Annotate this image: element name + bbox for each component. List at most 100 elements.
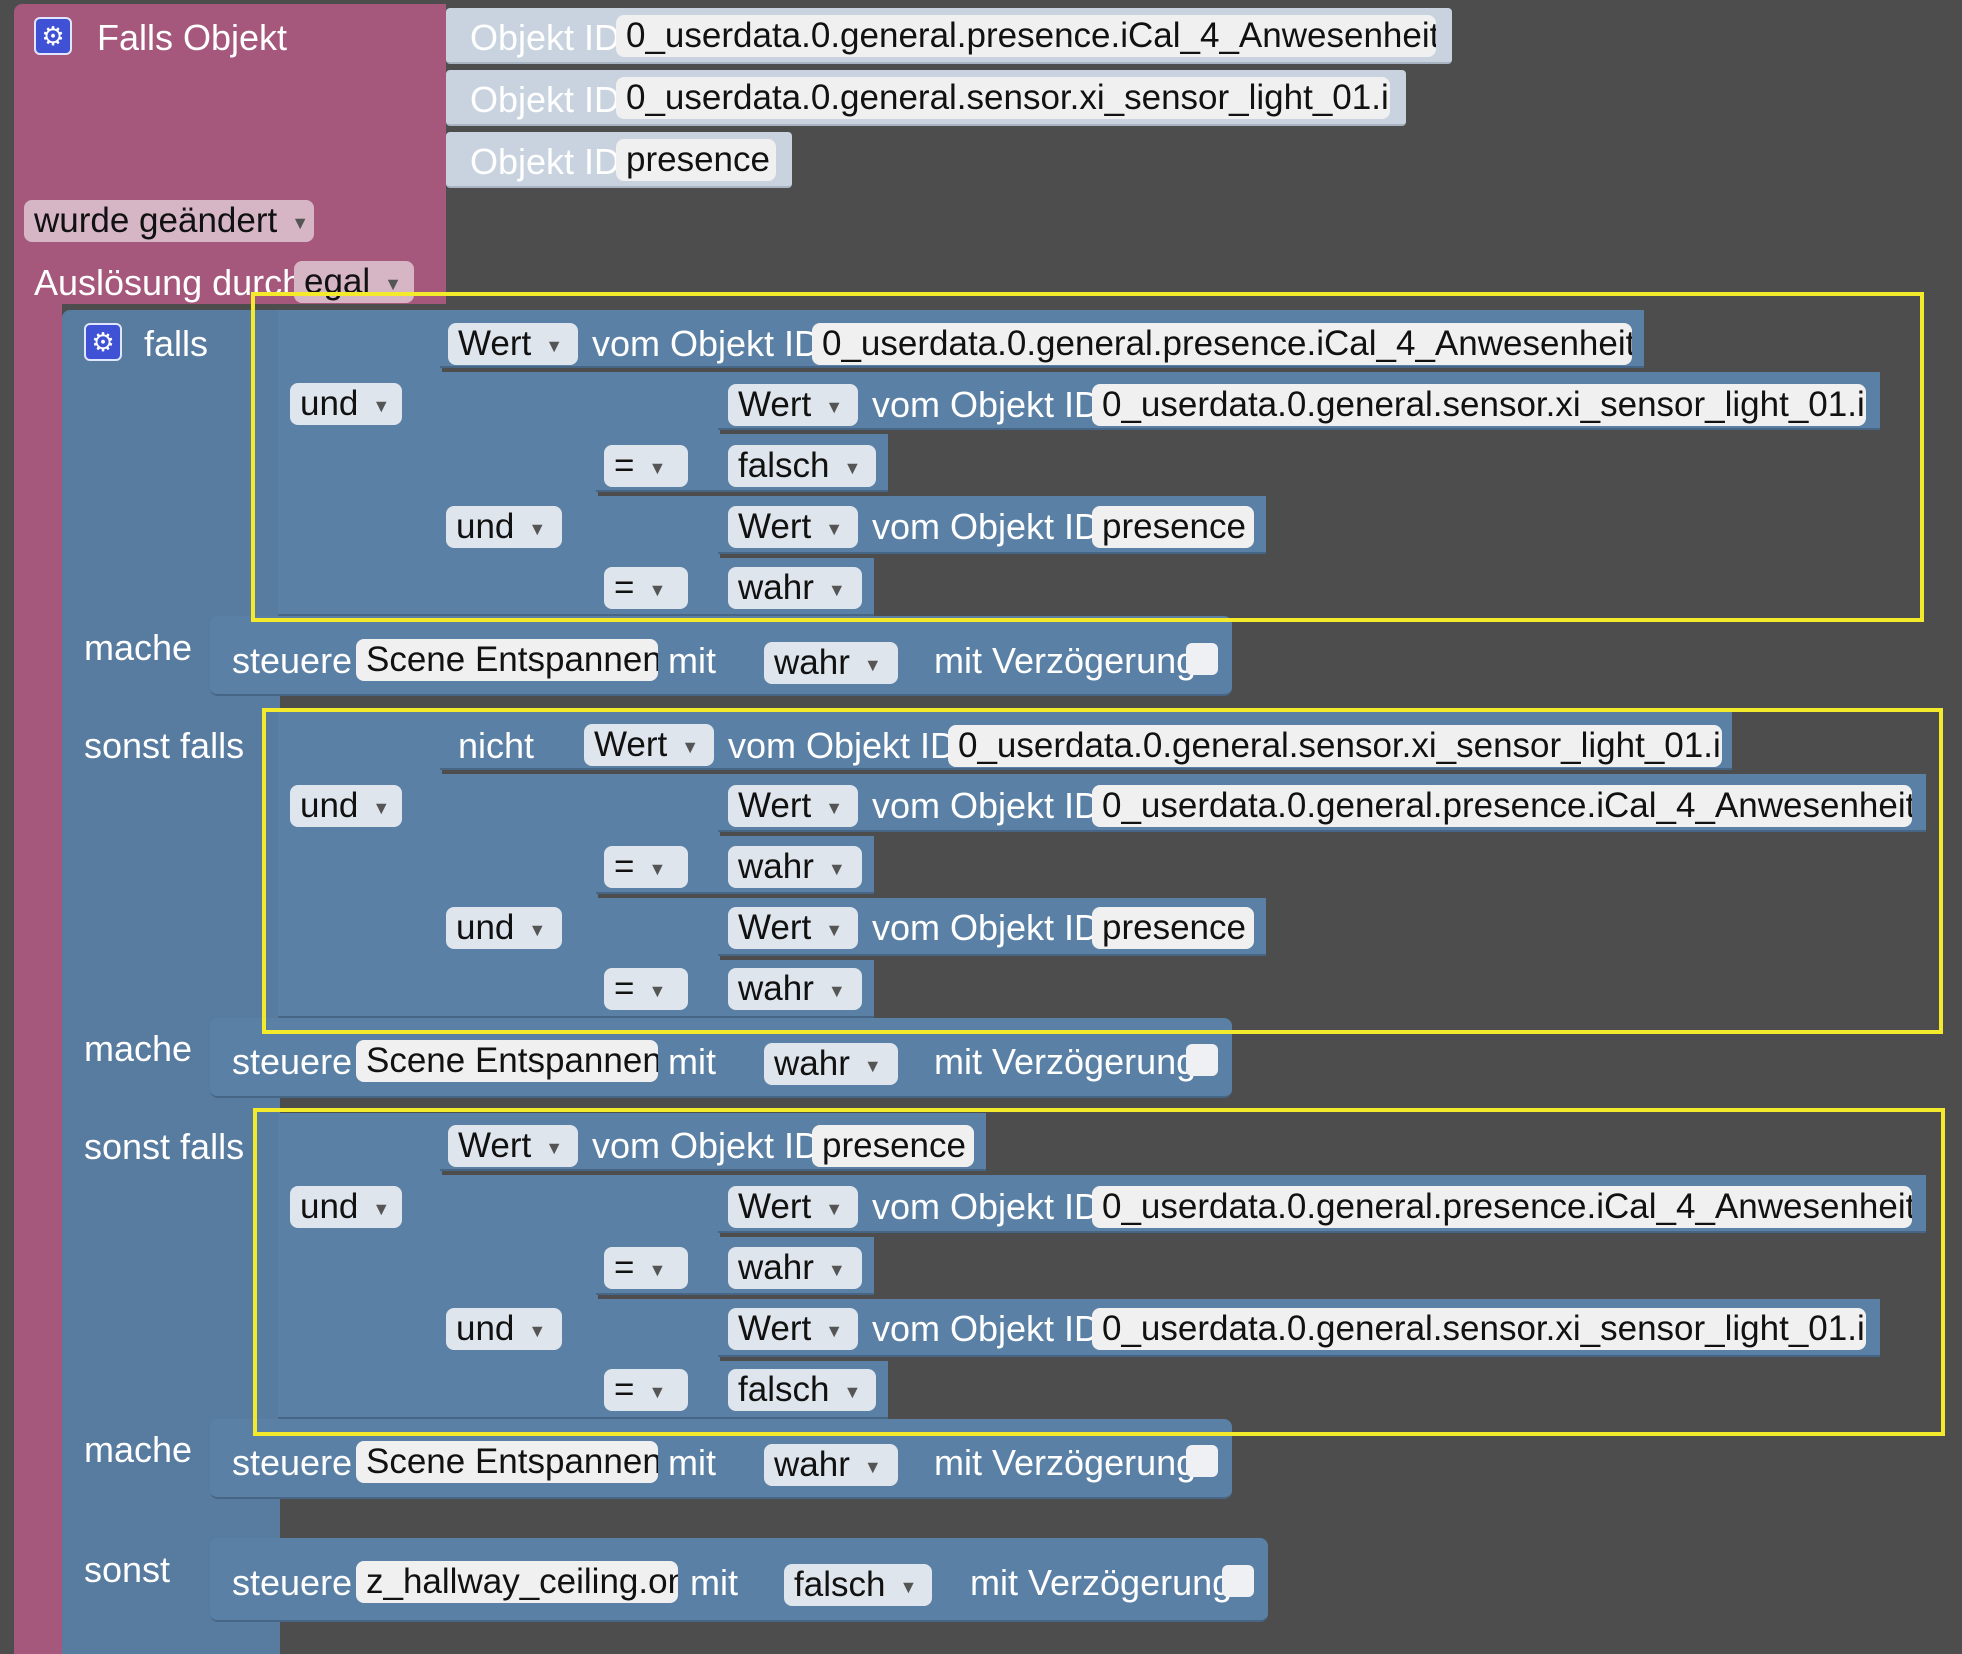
- highlight-box: [251, 292, 1924, 622]
- chevron-down-icon: ▼: [545, 1137, 564, 1158]
- and-block[interactable]: [278, 1113, 442, 1419]
- and-block[interactable]: [438, 1175, 598, 1419]
- chevron-down-icon: ▼: [899, 1576, 918, 1597]
- compare-operator-dropdown[interactable]: =▼: [604, 1247, 688, 1289]
- chevron-down-icon: ▼: [648, 579, 667, 600]
- control-label: steuere: [232, 1442, 353, 1483]
- object-id-text: vom Objekt ID: [872, 506, 1101, 547]
- and-block[interactable]: [278, 310, 442, 616]
- bool-dropdown[interactable]: falsch▼: [784, 1564, 932, 1606]
- object-id-field[interactable]: 0_userdata.0.general.presence.iCal_4_Anw…: [1092, 1186, 1912, 1228]
- chevron-down-icon: ▼: [648, 980, 667, 1001]
- bool-dropdown[interactable]: wahr▼: [764, 642, 898, 684]
- control-label: steuere: [232, 640, 353, 681]
- control-target-field[interactable]: z_hallway_ceiling.on: [356, 1561, 678, 1603]
- compare-operator-dropdown[interactable]: =▼: [604, 968, 688, 1010]
- chevron-down-icon: ▼: [827, 1259, 846, 1280]
- bool-dropdown[interactable]: wahr▼: [764, 1043, 898, 1085]
- with-label: mit: [668, 640, 716, 681]
- delay-checkbox[interactable]: [1222, 1565, 1254, 1597]
- compare-operator-dropdown[interactable]: =▼: [604, 846, 688, 888]
- gear-icon[interactable]: ⚙: [84, 323, 122, 361]
- object-id-field[interactable]: 0_userdata.0.general.presence.iCal_4_Anw…: [1092, 785, 1912, 827]
- control-label: steuere: [232, 1562, 353, 1603]
- chevron-down-icon: ▼: [825, 1320, 844, 1341]
- trigger-block[interactable]: [14, 4, 446, 304]
- and-dropdown[interactable]: und▼: [446, 907, 562, 949]
- bool-dropdown[interactable]: wahr▼: [728, 1247, 862, 1289]
- bool-dropdown[interactable]: wahr▼: [728, 968, 862, 1010]
- sonst-falls-label: sonst falls: [84, 1126, 245, 1167]
- value-dropdown[interactable]: Wert▼: [728, 785, 858, 827]
- object-id-field[interactable]: presence: [1092, 907, 1254, 949]
- chevron-down-icon: ▼: [827, 579, 846, 600]
- and-dropdown[interactable]: und▼: [290, 1186, 402, 1228]
- object-id-text: vom Objekt ID: [872, 384, 1101, 425]
- object-id-field[interactable]: 0_userdata.0.general.sensor.xi_sensor_li…: [1092, 1308, 1866, 1350]
- delay-label: mit Verzögerung: [970, 1562, 1233, 1603]
- value-dropdown[interactable]: Wert▼: [728, 384, 858, 426]
- object-id-field[interactable]: 0_userdata.0.general.sensor.xi_sensor_li…: [948, 725, 1722, 767]
- and-block[interactable]: [278, 712, 442, 1018]
- chevron-down-icon: ▼: [843, 457, 862, 478]
- and-block[interactable]: [438, 774, 598, 1018]
- control-target-field[interactable]: Scene Entspannen: [356, 1441, 658, 1483]
- object-id-field[interactable]: 0_userdata.0.general.sensor.xi_sensor_li…: [616, 77, 1390, 119]
- chevron-down-icon: ▼: [372, 797, 391, 818]
- object-id-label: Objekt ID: [470, 17, 621, 58]
- compare-operator-dropdown[interactable]: =▼: [604, 567, 688, 609]
- chevron-down-icon: ▼: [528, 518, 547, 539]
- value-dropdown[interactable]: Wert▼: [448, 1125, 578, 1167]
- object-id-text: vom Objekt ID: [872, 1308, 1101, 1349]
- object-id-field[interactable]: presence: [1092, 506, 1254, 548]
- gear-icon[interactable]: ⚙: [34, 17, 72, 55]
- chevron-down-icon: ▼: [545, 335, 564, 356]
- chevron-down-icon: ▼: [827, 858, 846, 879]
- bool-dropdown[interactable]: falsch▼: [728, 445, 876, 487]
- chevron-down-icon: ▼: [372, 1198, 391, 1219]
- object-id-field[interactable]: 0_userdata.0.general.presence.iCal_4_Anw…: [812, 323, 1632, 365]
- value-dropdown[interactable]: Wert▼: [728, 1186, 858, 1228]
- with-label: mit: [668, 1041, 716, 1082]
- compare-operator-dropdown[interactable]: =▼: [604, 1369, 688, 1411]
- and-block[interactable]: [438, 372, 598, 616]
- with-label: mit: [668, 1442, 716, 1483]
- control-target-field[interactable]: Scene Entspannen: [356, 1040, 658, 1082]
- value-dropdown[interactable]: Wert▼: [728, 1308, 858, 1350]
- bool-dropdown[interactable]: wahr▼: [728, 567, 862, 609]
- sonst-label: sonst: [84, 1549, 171, 1590]
- bool-dropdown[interactable]: wahr▼: [764, 1444, 898, 1486]
- chevron-down-icon: ▼: [825, 797, 844, 818]
- and-dropdown[interactable]: und▼: [290, 383, 402, 425]
- and-dropdown[interactable]: und▼: [446, 506, 562, 548]
- control-target-field[interactable]: Scene Entspannen: [356, 639, 658, 681]
- chevron-down-icon: ▼: [528, 1320, 547, 1341]
- and-dropdown[interactable]: und▼: [446, 1308, 562, 1350]
- delay-label: mit Verzögerung: [934, 1442, 1197, 1483]
- object-id-field[interactable]: 0_userdata.0.general.sensor.xi_sensor_li…: [1092, 384, 1866, 426]
- bool-dropdown[interactable]: falsch▼: [728, 1369, 876, 1411]
- delay-checkbox[interactable]: [1186, 1445, 1218, 1477]
- chevron-down-icon: ▼: [863, 1456, 882, 1477]
- change-condition-dropdown[interactable]: wurde geändert▼: [24, 200, 314, 242]
- chevron-down-icon: ▼: [863, 654, 882, 675]
- bool-dropdown[interactable]: wahr▼: [728, 846, 862, 888]
- chevron-down-icon: ▼: [843, 1381, 862, 1402]
- highlight-box: [262, 708, 1943, 1034]
- object-id-field[interactable]: presence: [812, 1125, 974, 1167]
- mache-label: mache: [84, 1028, 193, 1069]
- value-dropdown[interactable]: Wert▼: [584, 724, 714, 766]
- and-dropdown[interactable]: und▼: [290, 785, 402, 827]
- falls-label: falls: [144, 323, 209, 364]
- value-dropdown[interactable]: Wert▼: [728, 907, 858, 949]
- delay-checkbox[interactable]: [1186, 1044, 1218, 1076]
- object-id-field[interactable]: 0_userdata.0.general.presence.iCal_4_Anw…: [616, 15, 1436, 57]
- chevron-down-icon: ▼: [528, 919, 547, 940]
- value-dropdown[interactable]: Wert▼: [728, 506, 858, 548]
- delay-checkbox[interactable]: [1186, 643, 1218, 675]
- compare-operator-dropdown[interactable]: =▼: [604, 445, 688, 487]
- object-id-field[interactable]: presence: [616, 139, 776, 181]
- value-dropdown[interactable]: Wert▼: [448, 323, 578, 365]
- chevron-down-icon: ▼: [384, 273, 402, 294]
